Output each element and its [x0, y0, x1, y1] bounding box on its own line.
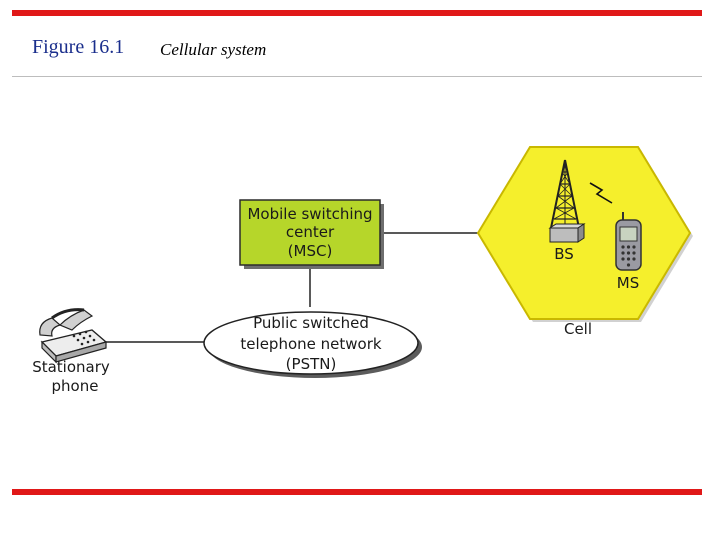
ms-label: MS [617, 274, 639, 292]
pstn-cloud: Public switched telephone network (PSTN) [203, 311, 422, 378]
base-station-tower-icon [550, 159, 580, 229]
bs-label: BS [554, 245, 574, 263]
phone-label-line1: Stationary [32, 358, 110, 376]
figure-number: Figure 16.1 [32, 36, 125, 58]
pstn-label-line1: Public switched [253, 314, 369, 332]
figure-title: Cellular system [160, 40, 267, 59]
cell-label: Cell [564, 320, 592, 338]
msc-label-line3: (MSC) [288, 242, 333, 260]
stationary-phone-icon [39, 308, 108, 364]
header-divider [12, 76, 702, 77]
mobile-phone-icon [615, 212, 642, 271]
bottom-red-rule [12, 489, 702, 495]
msc-label-line2: center [286, 223, 335, 241]
pstn-label-line2: telephone network [240, 335, 381, 353]
msc-label-line1: Mobile switching [247, 205, 372, 223]
cell-hexagon [476, 146, 693, 322]
top-red-rule [12, 10, 702, 16]
base-station-box-icon [548, 223, 586, 243]
msc-box: Mobile switching center (MSC) [239, 199, 384, 269]
pstn-label-line3: (PSTN) [286, 355, 337, 373]
radio-signal-icon [589, 182, 613, 204]
phone-label-line2: phone [52, 377, 99, 395]
